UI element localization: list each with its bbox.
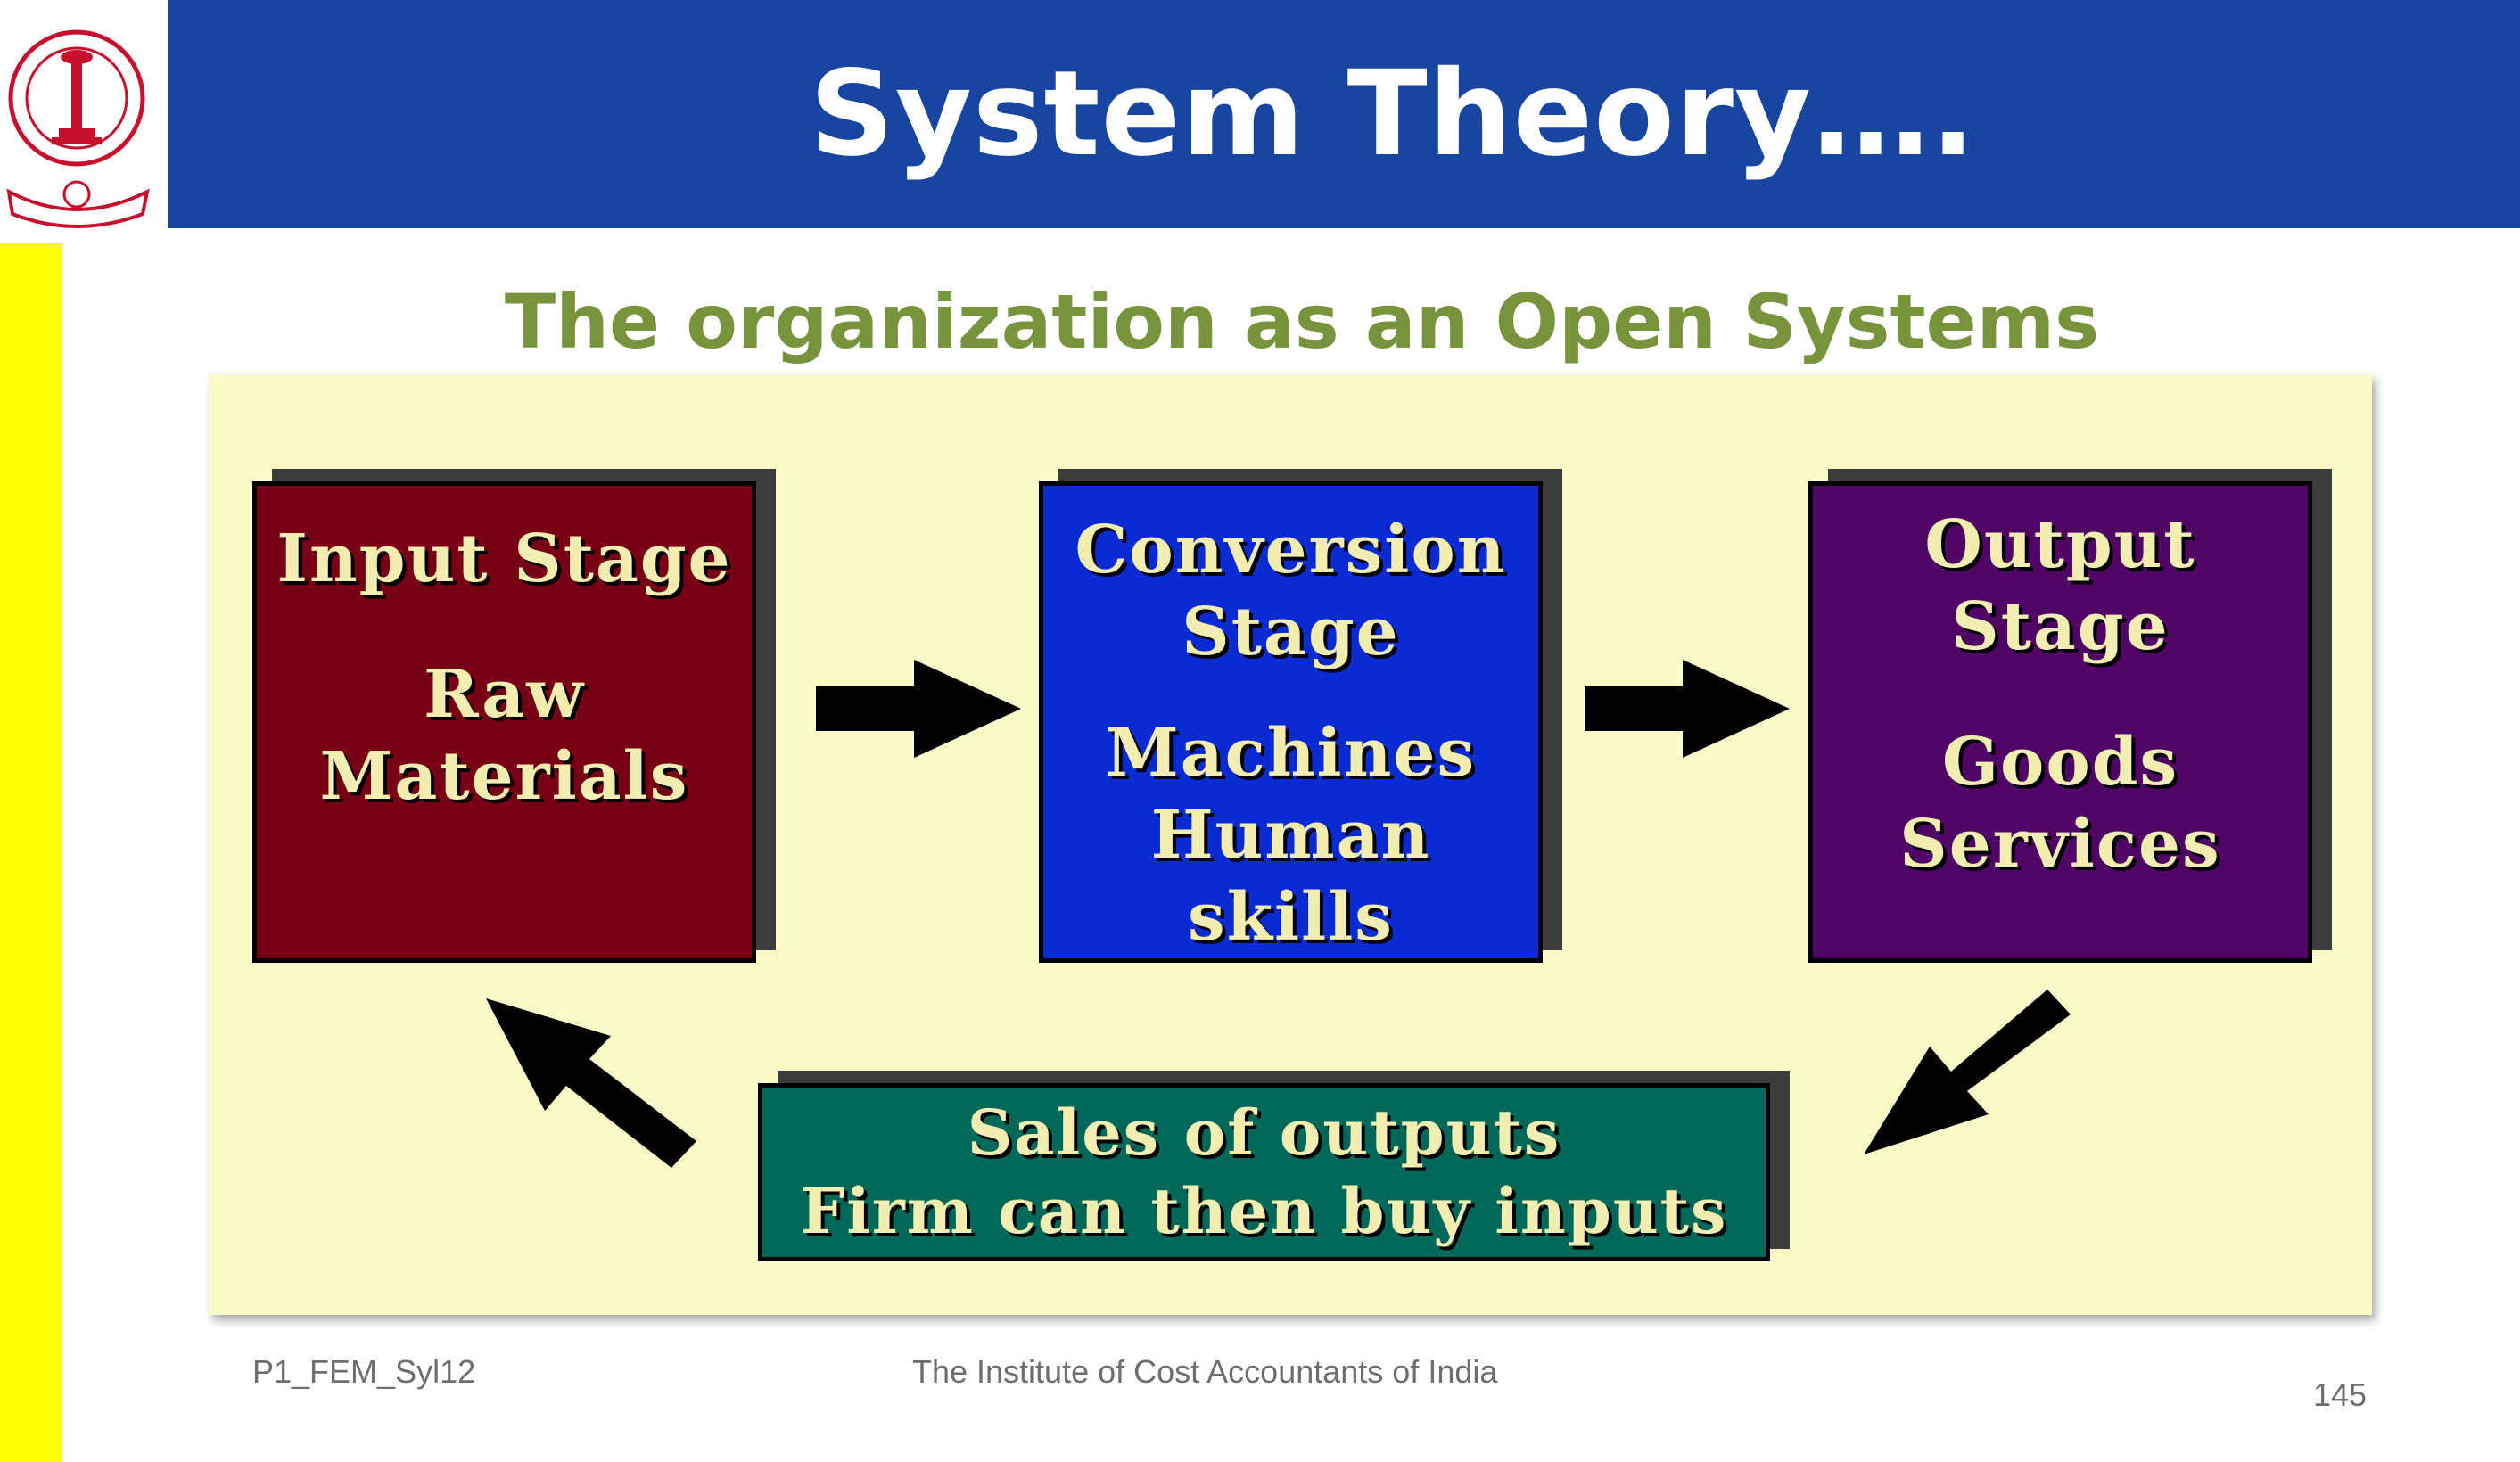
institute-logo — [0, 0, 168, 228]
emblem-icon — [6, 29, 150, 228]
title-bar: System Theory…. — [168, 0, 2520, 228]
conversion-stage-detail-1: Machines — [1105, 715, 1477, 792]
footer-institute-name: The Institute of Cost Accountants of Ind… — [912, 1353, 1498, 1390]
output-stage-box: Output Stage Goods Services — [1808, 481, 2312, 963]
page-title: System Theory…. — [809, 45, 1977, 183]
arrow-down-left-icon — [1864, 990, 2071, 1154]
arrow-up-left-icon — [486, 998, 696, 1168]
diagram-panel: Input Stage Raw Materials Conversion Sta… — [210, 374, 2372, 1315]
footer-page-number: 145 — [2313, 1376, 2368, 1413]
output-stage-heading-1: Output — [1924, 506, 2196, 583]
conversion-stage-heading-2: Stage — [1182, 594, 1400, 670]
arrow-right-icon — [816, 660, 1021, 758]
input-stage-heading: Input Stage — [276, 521, 732, 597]
output-stage-detail-1: Goods — [1941, 724, 2179, 801]
sales-line-1: Sales of outputs — [967, 1096, 1561, 1170]
conversion-stage-heading-1: Conversion — [1075, 512, 1507, 588]
conversion-stage-box: Conversion Stage Machines Human skills — [1039, 481, 1543, 963]
conversion-stage-detail-2: Human skills — [1150, 797, 1431, 956]
output-stage-heading-2: Stage — [1951, 588, 2170, 665]
diagram-subtitle: The organization as an Open Systems — [504, 278, 2100, 366]
footer-course-code: P1_FEM_Syl12 — [252, 1353, 476, 1390]
input-stage-box: Input Stage Raw Materials — [252, 481, 756, 963]
input-stage-detail-1: Raw — [424, 656, 585, 733]
arrow-right-icon — [1585, 660, 1790, 758]
input-stage-detail-2: Materials — [319, 738, 689, 815]
output-stage-detail-2: Services — [1899, 806, 2221, 883]
sales-line-2: Firm can then buy inputs — [800, 1174, 1728, 1248]
accent-strip — [0, 243, 62, 1462]
sales-feedback-box: Sales of outputs Firm can then buy input… — [758, 1083, 1770, 1261]
